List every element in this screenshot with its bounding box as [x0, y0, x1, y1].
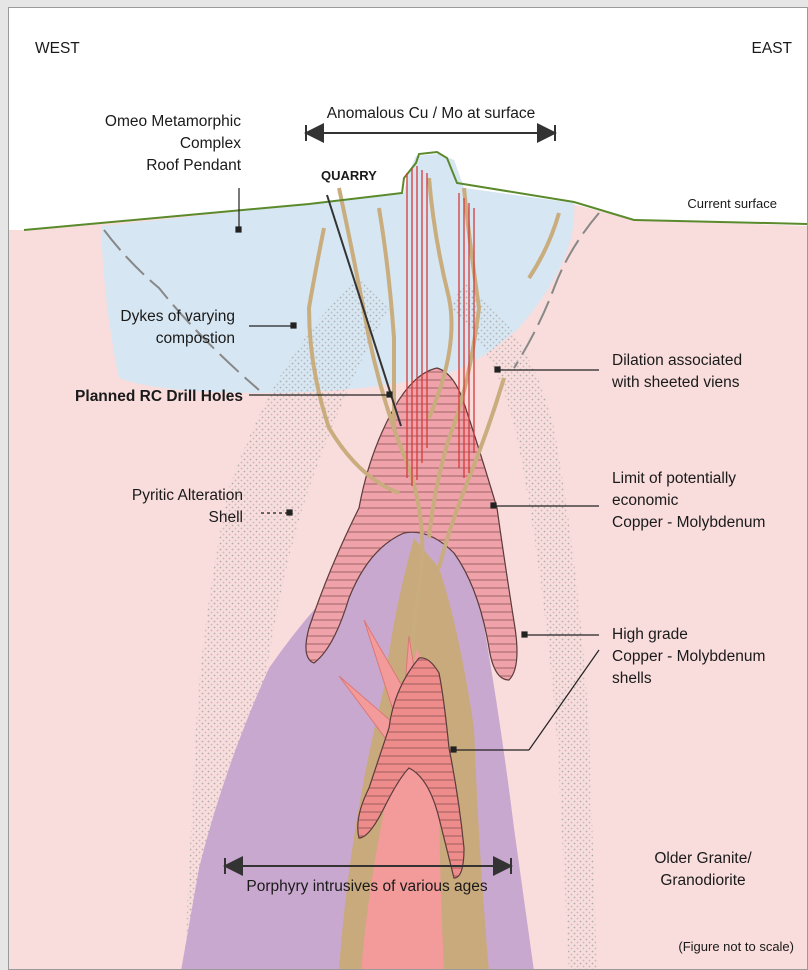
compass-west: WEST: [35, 40, 80, 57]
label-dilation-2: with sheeted viens: [611, 374, 740, 391]
label-drill-holes: Planned RC Drill Holes: [75, 388, 243, 405]
label-limit-1: Limit of potentially: [612, 470, 736, 487]
label-porphyry: Porphyry intrusives of various ages: [246, 878, 487, 895]
compass-east: EAST: [752, 40, 793, 57]
label-high-grade-3: shells: [612, 670, 652, 687]
label-current-surface: Current surface: [687, 196, 777, 211]
label-dilation-1: Dilation associated: [612, 352, 742, 369]
label-older-granite-2: Granodiorite: [660, 872, 745, 889]
label-omeo-2: Complex: [180, 135, 241, 152]
label-dykes-1: Dykes of varying: [120, 308, 235, 325]
label-high-grade-1: High grade: [612, 626, 688, 643]
figure-frame: WEST EAST Anomalous Cu / Mo at surface O…: [8, 7, 808, 970]
label-anomalous: Anomalous Cu / Mo at surface: [327, 105, 536, 122]
label-quarry: QUARRY: [321, 168, 377, 183]
label-pyritic-2: Shell: [209, 509, 243, 526]
label-pyritic-1: Pyritic Alteration: [132, 487, 243, 504]
label-limit-3: Copper - Molybdenum: [612, 514, 765, 531]
label-scale-note: (Figure not to scale): [678, 939, 794, 954]
label-omeo-1: Omeo Metamorphic: [105, 113, 241, 130]
cross-section-diagram: WEST EAST Anomalous Cu / Mo at surface O…: [9, 8, 808, 970]
label-high-grade-2: Copper - Molybdenum: [612, 648, 765, 665]
label-dykes-2: compostion: [156, 330, 235, 347]
label-omeo-3: Roof Pendant: [146, 157, 241, 174]
label-limit-2: economic: [612, 492, 679, 509]
label-older-granite-1: Older Granite/: [654, 850, 752, 867]
